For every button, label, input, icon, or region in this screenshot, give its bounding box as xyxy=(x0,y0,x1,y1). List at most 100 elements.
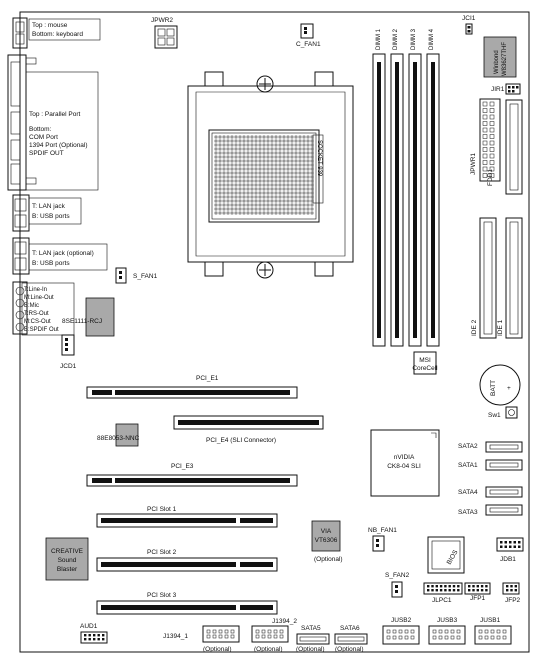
ps2-bottom-label: Bottom: keyboard xyxy=(32,31,83,38)
jir1-label: JIR1 xyxy=(491,86,505,93)
dimm3-label: DIMM 3 xyxy=(411,28,417,50)
cpu-retention-frame xyxy=(187,71,354,279)
jfp1-label: JFP1 xyxy=(470,595,486,602)
jfp2-connector xyxy=(502,582,520,595)
creative-chip xyxy=(45,537,89,581)
jdb1-label: JDB1 xyxy=(500,556,516,563)
audio-jacks xyxy=(12,281,28,335)
creative-label-3: Blaster xyxy=(57,566,78,573)
sata3-label: SATA3 xyxy=(458,509,478,516)
via-optional-label: (Optional) xyxy=(314,556,343,563)
jfp1-connector xyxy=(464,582,491,595)
j1394-1-connector xyxy=(202,625,240,643)
audio-line-out-label: M:Line-Out xyxy=(24,295,54,301)
pci-slot2-label: PCI Slot 2 xyxy=(147,549,177,556)
nb-fan1-connector xyxy=(372,535,385,552)
sata6-optional-label: (Optional) xyxy=(335,646,364,653)
nvidia-chipset xyxy=(370,429,440,497)
jpwr1-label: JPWR1 xyxy=(470,153,477,175)
nvidia-label-1: nVIDIA xyxy=(394,454,415,461)
sata2-connector xyxy=(485,441,523,453)
spdif-out-label: SPDIF OUT xyxy=(29,150,64,157)
sata5-connector xyxy=(296,633,330,645)
cpu-socket xyxy=(208,129,324,223)
j1394-2-optional-label: (Optional) xyxy=(254,646,283,653)
s-fan1-label: S_FAN1 xyxy=(133,273,158,280)
jcd1-label: JCD1 xyxy=(60,363,77,370)
fdd1-connector xyxy=(505,99,523,195)
c-fan1-label: C_FAN1 xyxy=(296,41,321,48)
ps2-label-box xyxy=(28,18,101,41)
sw1-label: Sw1 xyxy=(488,412,501,419)
s-fan2-label: S_FAN2 xyxy=(385,572,410,579)
lan-usb-port-2 xyxy=(12,237,30,275)
parallel-top-label: Top : Parallel Port xyxy=(29,111,80,118)
lan-usb-port-1 xyxy=(12,194,30,232)
lan2-label-box xyxy=(28,243,108,271)
dimm4-label: DIMM 4 xyxy=(429,28,435,50)
jci1-connector xyxy=(465,23,473,35)
msi-label-2: CoreCell xyxy=(412,365,438,372)
ide2-label: IDE 2 xyxy=(471,319,478,336)
parallel-com-port xyxy=(7,54,37,191)
audio-codec-label: 8SE1111-RCJ xyxy=(62,318,102,325)
lan-controller-chip xyxy=(115,423,139,447)
msi-label-1: MSI xyxy=(419,357,431,364)
pci-slot1 xyxy=(96,513,278,528)
audio-mic-label: B:Mic xyxy=(24,303,39,309)
battery-plus-label: + xyxy=(507,385,511,392)
j1394-1-optional-label: (Optional) xyxy=(203,646,232,653)
sata3-connector xyxy=(485,504,523,516)
battery xyxy=(479,364,521,406)
audio-cs-out-label: M:CS-Out xyxy=(24,319,51,325)
ide1-label: IDE 1 xyxy=(497,319,504,336)
pci-e4-label: PCI_E4 (SLI Connector) xyxy=(206,437,276,444)
pci-slot2 xyxy=(96,557,278,572)
sata6-label: SATA6 xyxy=(340,625,360,632)
pci-e1-label: PCI_E1 xyxy=(196,375,219,382)
creative-label-2: Sound xyxy=(58,557,77,564)
j1394-1-label: J1394_1 xyxy=(163,633,188,640)
pci-e1-slot xyxy=(86,386,298,399)
audio-rs-out-label: T:RS-Out xyxy=(24,311,49,317)
jpwr2-label: JPWR2 xyxy=(151,17,173,24)
via-chip xyxy=(311,520,341,552)
jlpc1-label: JLPC1 xyxy=(432,597,452,604)
lan2-top-label: T: LAN jack (optional) xyxy=(32,250,94,257)
audio-spdif-out-label: B:SPDIF Out xyxy=(24,327,59,333)
jpwr2-connector xyxy=(154,25,178,49)
jpwr1-connector xyxy=(479,98,501,182)
audio-label-box xyxy=(21,282,75,336)
dimm1-label: DIMM 1 xyxy=(376,28,382,50)
bios-label: BIOS xyxy=(446,548,460,566)
winbond-chip xyxy=(483,36,517,78)
dimm2-label: DIMM 2 xyxy=(393,28,399,50)
sata1-connector xyxy=(485,459,523,471)
audio-line-in-label: T:Line-In xyxy=(24,287,47,293)
jusb3-connector xyxy=(428,625,466,645)
aud1-label: AUD1 xyxy=(80,623,98,630)
dimm4-slot xyxy=(426,53,440,347)
jfp2-label: JFP2 xyxy=(505,597,521,604)
pci-e4-sli-connector xyxy=(173,415,324,430)
creative-label-1: CREATIVE xyxy=(51,548,84,555)
winbond-label-2: W83627THF xyxy=(502,42,508,76)
via-label-1: VIA xyxy=(321,528,332,535)
sata1-label: SATA1 xyxy=(458,462,478,469)
dimm3-slot xyxy=(408,53,422,347)
j1394-2-label: J1394_2 xyxy=(272,618,297,625)
jusb2-label: JUSB2 xyxy=(391,617,412,624)
board-outline xyxy=(19,11,530,653)
jusb1-label: JUSB1 xyxy=(480,617,501,624)
jusb1-connector xyxy=(474,625,512,645)
pci-slot3 xyxy=(96,600,278,615)
sata5-label: SATA5 xyxy=(301,625,321,632)
c-fan1-connector xyxy=(300,23,314,39)
via-label-2: VT6306 xyxy=(315,537,338,544)
sata6-connector xyxy=(334,633,368,645)
audio-codec-chip xyxy=(85,297,115,337)
j1394-2-connector xyxy=(251,625,289,643)
lan2-bottom-label: B: USB ports xyxy=(32,260,70,267)
s-fan2-connector xyxy=(391,581,403,598)
